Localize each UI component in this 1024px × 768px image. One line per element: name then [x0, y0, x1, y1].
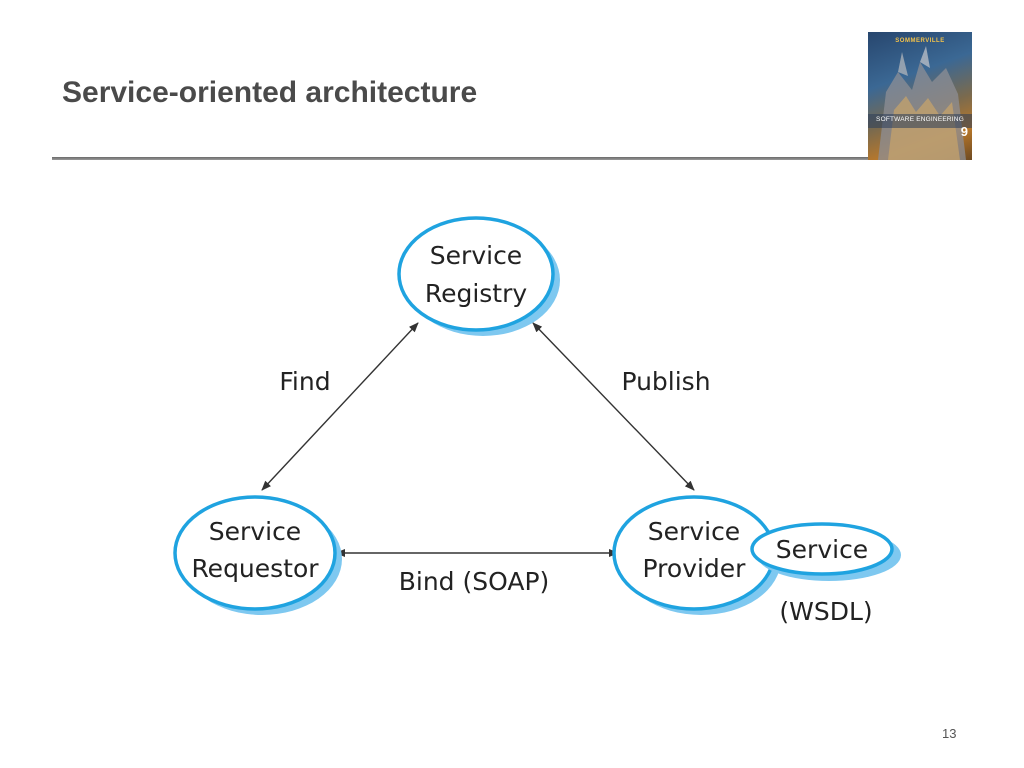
book-author: SOMMERVILLE: [895, 38, 945, 44]
service-registry-node: Service Registry: [397, 216, 560, 336]
publish-label: Publish: [621, 367, 710, 396]
service-requestor-label-line2: Requestor: [191, 554, 319, 583]
service-wsdl-node: Service: [750, 522, 901, 581]
service-registry-label-line2: Registry: [425, 279, 528, 308]
service-provider-label-line2: Provider: [643, 554, 747, 583]
bind-label: Bind (SOAP): [399, 567, 550, 596]
publish-arrow: [532, 322, 695, 491]
book-edition: 9: [960, 124, 968, 139]
book-cover-image: SOMMERVILLE SOFTWARE ENGINEERING 9: [868, 32, 972, 160]
slide-title: Service-oriented architecture: [62, 76, 478, 109]
service-provider-label-line1: Service: [648, 517, 740, 546]
page-number: 13: [942, 726, 957, 741]
service-registry-label-line1: Service: [430, 241, 522, 270]
title-divider: [52, 157, 870, 160]
service-provider-node: Service Provider: [612, 495, 781, 615]
service-requestor-node: Service Requestor: [173, 495, 342, 615]
wsdl-label: (WSDL): [779, 597, 872, 626]
find-label: Find: [279, 367, 330, 396]
book-cover-artwork: [868, 46, 972, 160]
service-requestor-label-line1: Service: [209, 517, 301, 546]
service-wsdl-label: Service: [776, 535, 868, 564]
find-arrow: [261, 322, 419, 491]
book-title: SOFTWARE ENGINEERING: [876, 116, 964, 123]
